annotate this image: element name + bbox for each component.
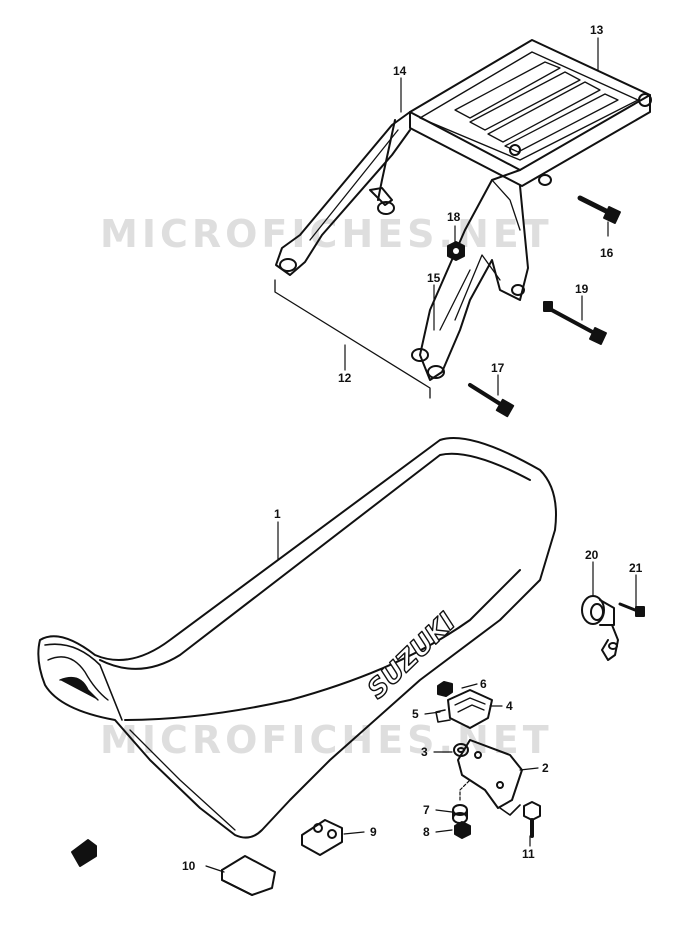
callout-11: 11 — [522, 847, 535, 861]
nut-8 — [454, 821, 471, 839]
callout-8: 8 — [423, 825, 430, 839]
seat-pad-10 — [221, 855, 276, 896]
front-arrow-icon — [71, 839, 97, 867]
rear-carrier-rack — [274, 39, 652, 399]
nut-18 — [447, 241, 465, 261]
callout-18: 18 — [447, 210, 461, 224]
callout-1: 1 — [274, 507, 281, 521]
bolt-19 — [543, 301, 607, 345]
callout-13: 13 — [590, 23, 604, 37]
callout-6: 6 — [480, 677, 487, 691]
bolt-17 — [468, 383, 515, 418]
callout-15: 15 — [427, 271, 441, 285]
callout-4: 4 — [506, 699, 513, 713]
callout-16: 16 — [600, 246, 614, 260]
seat-assembly: SUZUKI — [37, 437, 557, 839]
seat-hook-bracket — [457, 739, 523, 816]
callout-21: 21 — [629, 561, 643, 575]
screw-21 — [618, 602, 645, 617]
bolt-16 — [577, 195, 621, 224]
callout-5: 5 — [412, 707, 419, 721]
bolt-11 — [523, 801, 541, 838]
seat-lock-20 — [581, 595, 619, 661]
leader-lines — [205, 37, 637, 873]
callout-17: 17 — [491, 361, 505, 375]
callout-20: 20 — [585, 548, 599, 562]
nut-6 — [437, 681, 453, 697]
callout-10: 10 — [182, 859, 196, 873]
callout-9: 9 — [370, 825, 377, 839]
callout-14: 14 — [393, 64, 407, 78]
callout-12: 12 — [338, 371, 352, 385]
callout-7: 7 — [423, 803, 430, 817]
seat-cushion-9 — [301, 819, 343, 856]
washer-3 — [453, 743, 469, 757]
watermark-top: MICROFICHES.NET — [100, 212, 553, 256]
seat-hook-4 — [435, 689, 493, 729]
callout-19: 19 — [575, 282, 589, 296]
spacer-7 — [452, 804, 468, 824]
callout-2: 2 — [542, 761, 549, 775]
callout-3: 3 — [421, 745, 428, 759]
